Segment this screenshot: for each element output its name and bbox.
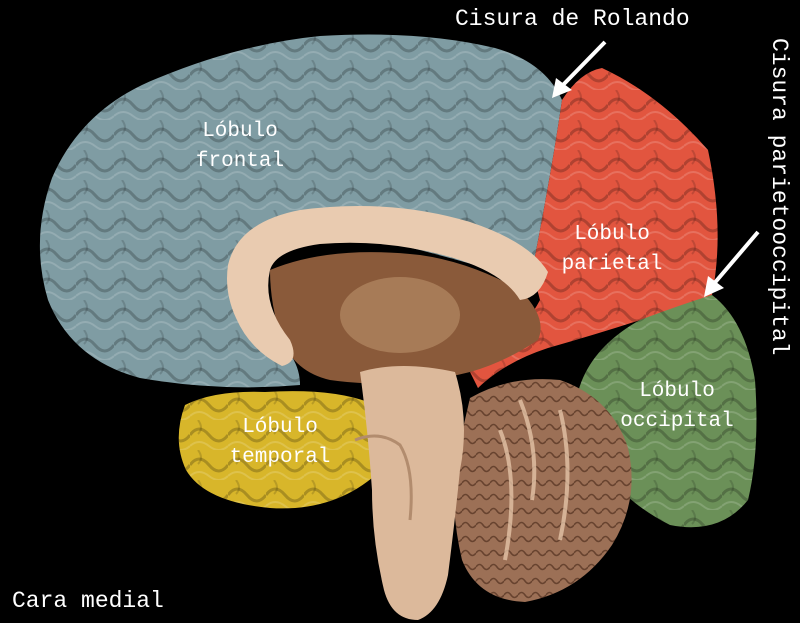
parietooccipital-arrow (704, 230, 760, 297)
frontal-lobe-label: Lóbulo frontal (175, 117, 305, 177)
parietal-lobe-label: Lóbulo parietal (557, 220, 667, 280)
temporal-lobe-label: Lóbulo temporal (210, 413, 350, 473)
frontal-lobe-label-line1: Lóbulo (202, 120, 278, 143)
temporal-lobe-label-line1: Lóbulo (242, 416, 318, 439)
frontal-lobe-label-line2: frontal (195, 150, 285, 173)
occipital-lobe-label: Lóbulo occipital (597, 377, 757, 437)
rolando-fissure-label: Cisura de Rolando (455, 6, 690, 32)
parietal-lobe-label-line1: Lóbulo (574, 223, 650, 246)
occipital-lobe-label-line2: occipital (620, 410, 734, 433)
view-caption: Cara medial (12, 588, 164, 614)
rolando-arrow (552, 40, 607, 98)
parietal-lobe-label-line2: parietal (561, 253, 663, 276)
occipital-lobe-label-line1: Lóbulo (639, 380, 715, 403)
temporal-lobe-label-line2: temporal (229, 446, 331, 469)
parietooccipital-fissure-label: Cisura parietooccipital (766, 38, 792, 356)
corpus-callosum (227, 206, 548, 366)
